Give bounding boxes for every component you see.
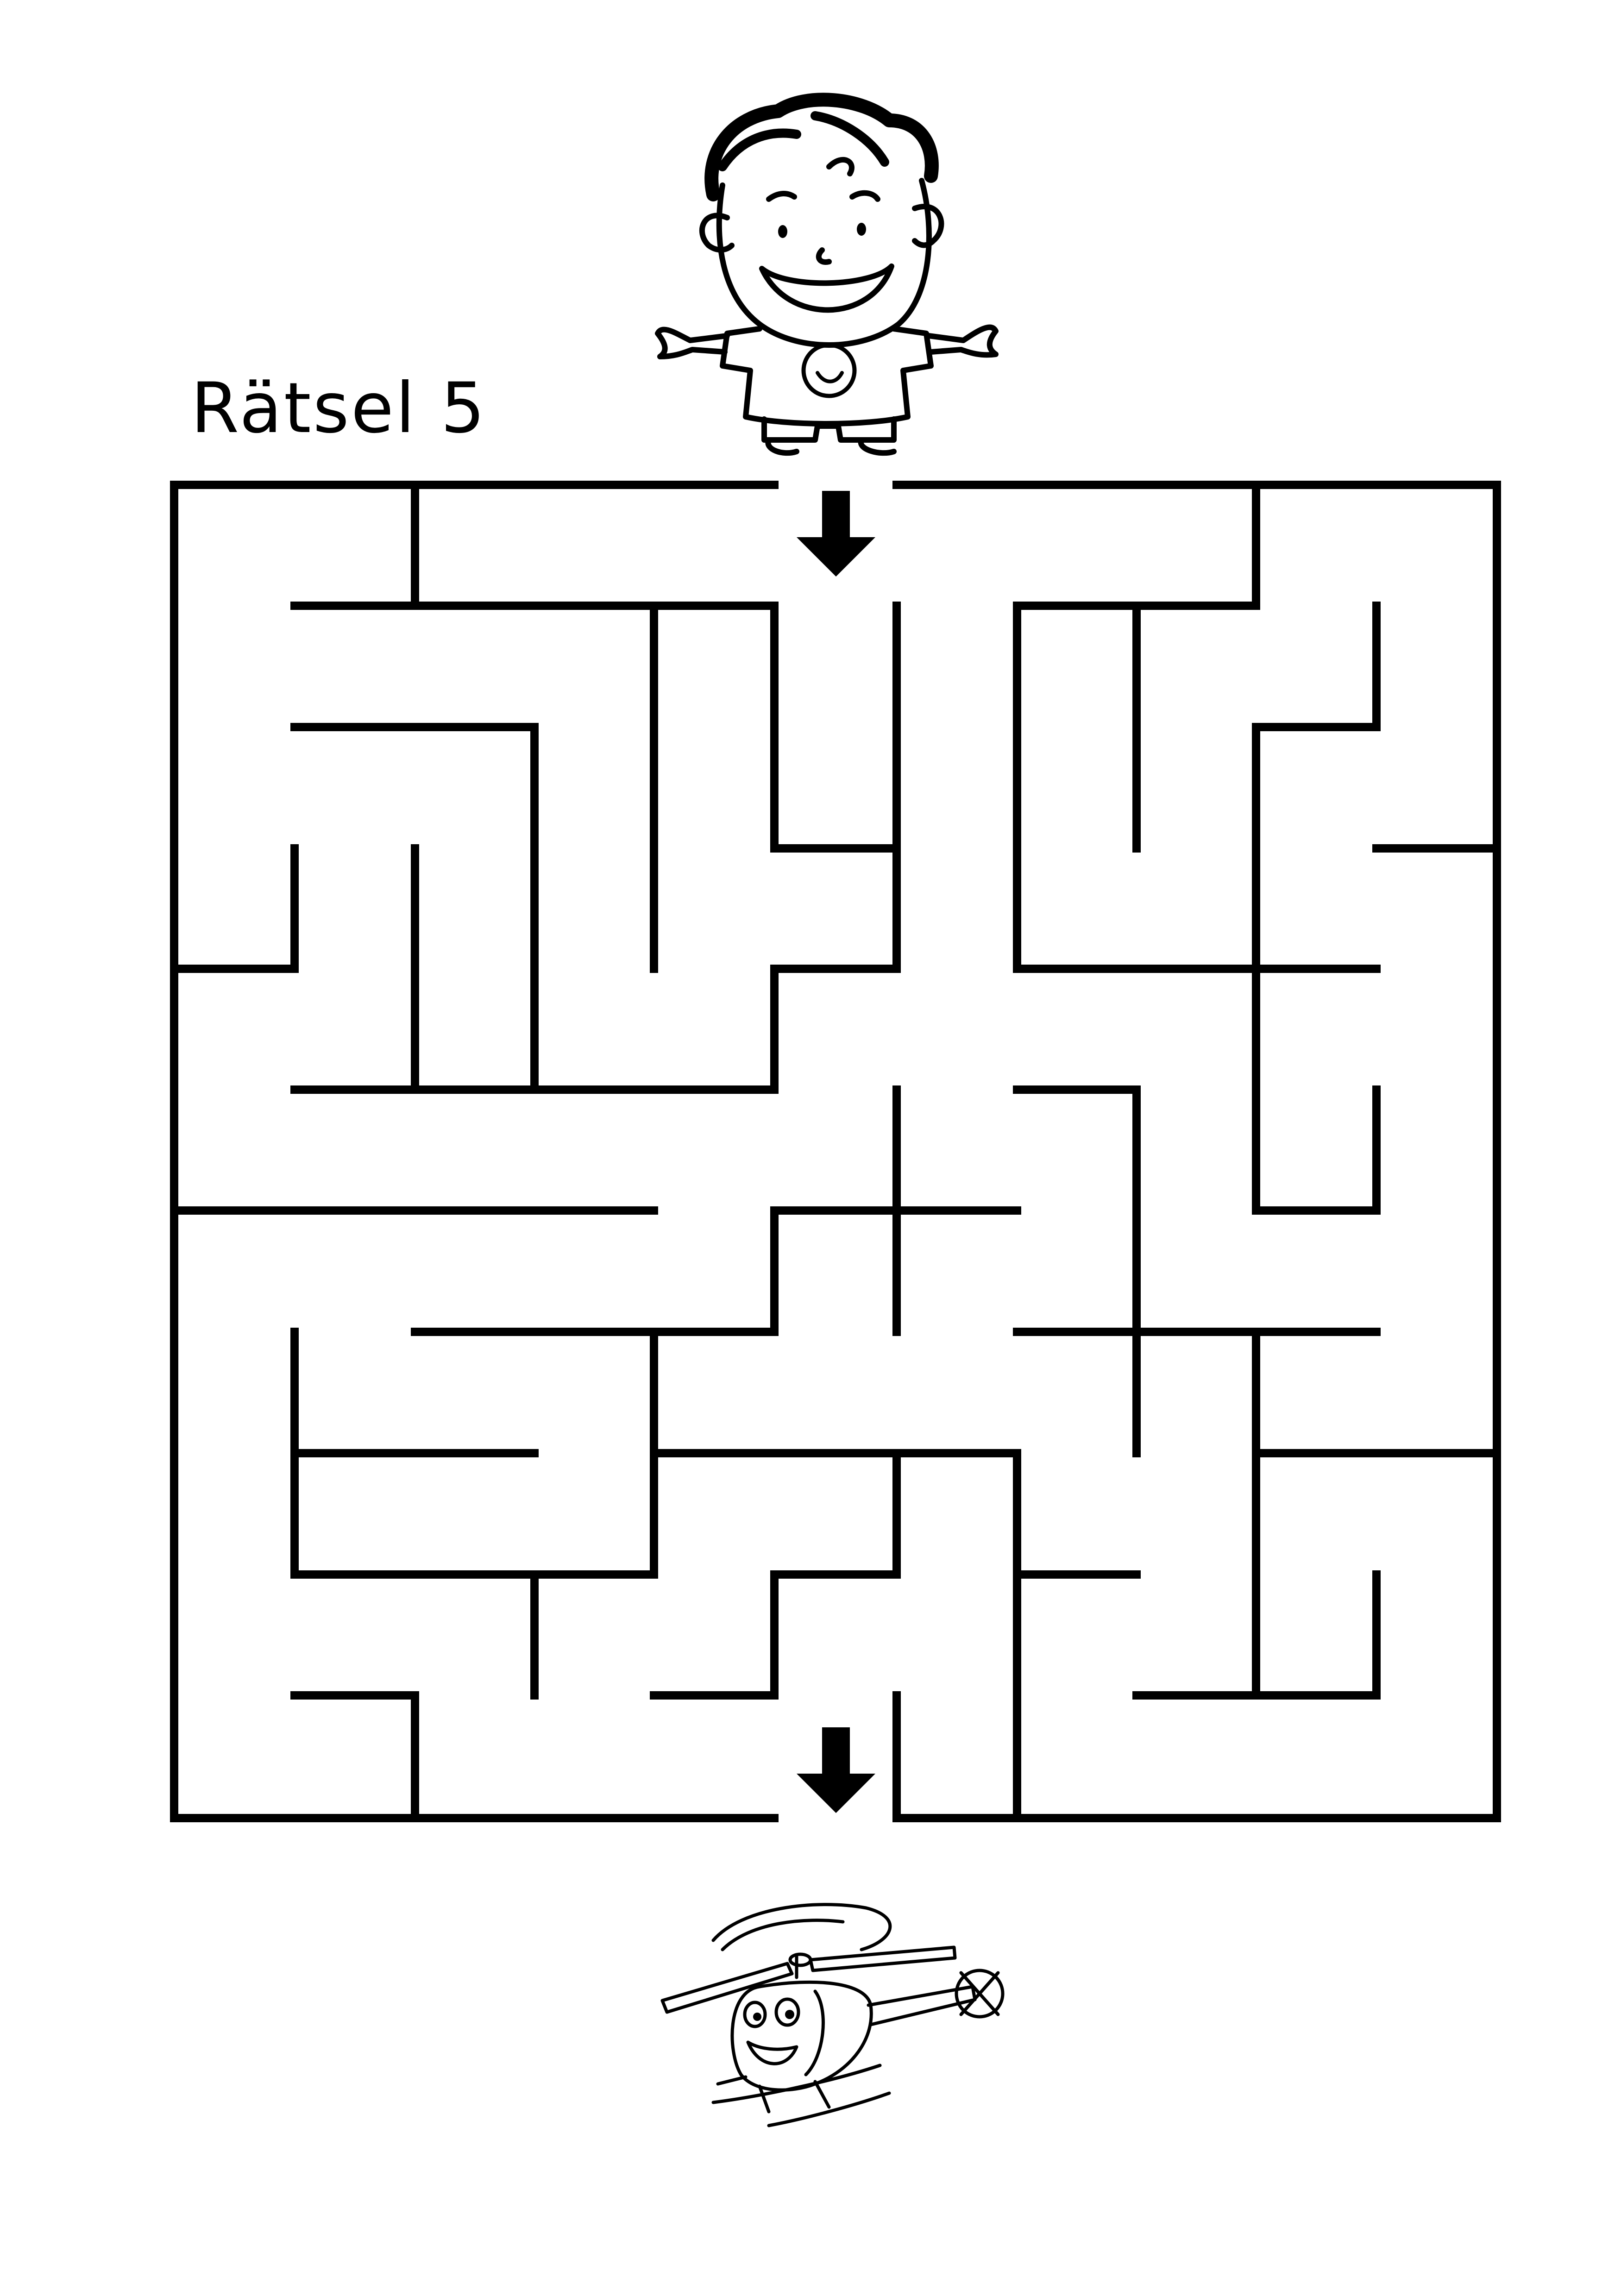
puzzle-title: Rätsel 5 [191, 368, 487, 449]
